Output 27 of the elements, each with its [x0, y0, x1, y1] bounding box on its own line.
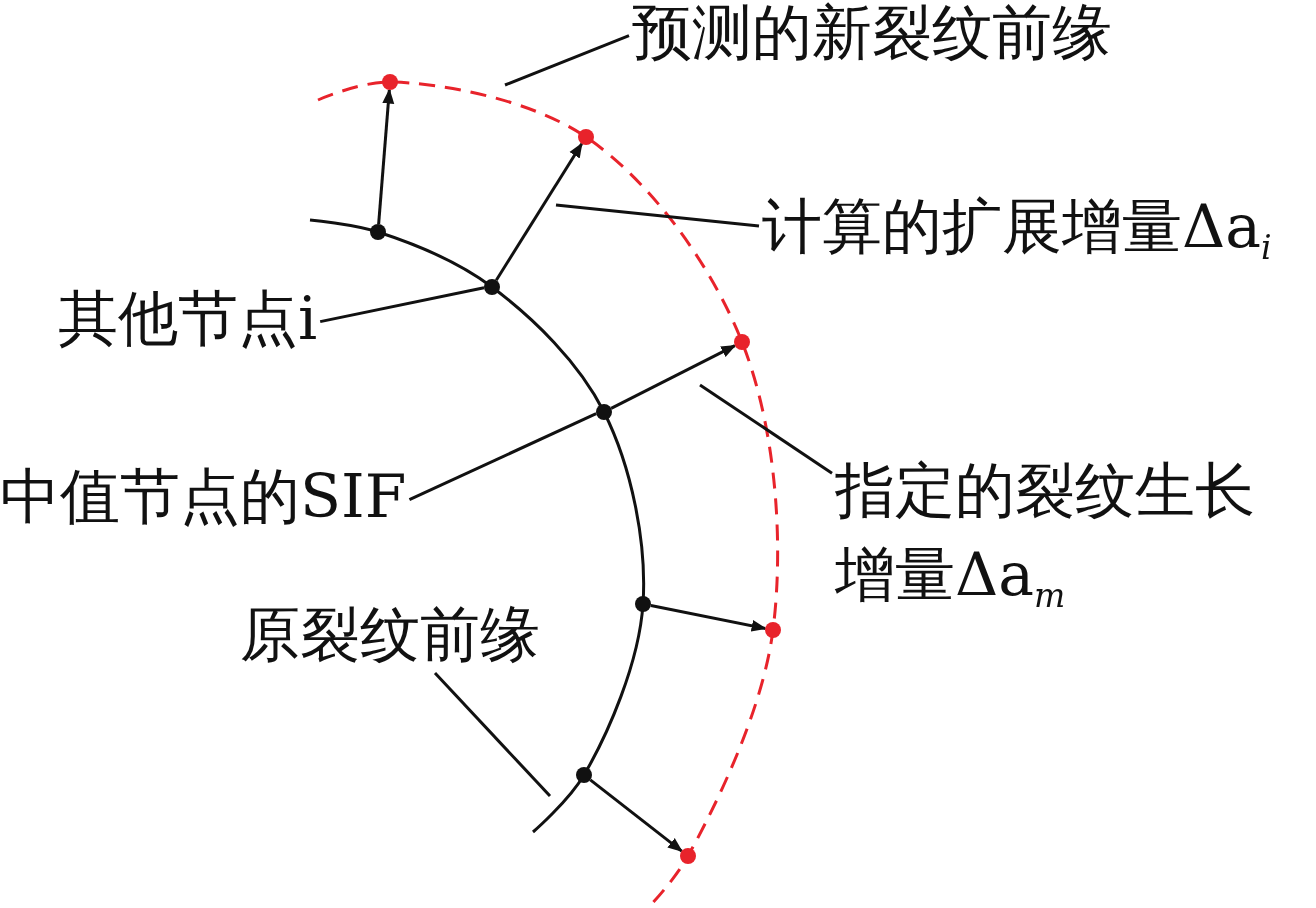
- crack-node-dot: [484, 279, 500, 295]
- predicted-node-dot: [765, 622, 781, 638]
- callout-text: 预测的新裂纹前缘: [632, 0, 1112, 68]
- leader-line: [504, 34, 630, 87]
- callout-text: 其他节点i: [58, 282, 318, 354]
- crack-node-dot: [576, 767, 592, 783]
- predicted-node-dot: [382, 74, 398, 90]
- crack-node-dot: [596, 404, 612, 420]
- predicted-node-dot: [578, 129, 594, 145]
- callout-text: 原裂纹前缘: [240, 598, 540, 670]
- leader-line: [408, 412, 597, 501]
- crack-node-dot: [635, 596, 651, 612]
- callout-text: 中值节点的SIF: [0, 460, 407, 532]
- predicted-node-dot: [680, 848, 696, 864]
- leader-line: [319, 286, 485, 324]
- arrow: [494, 142, 584, 281]
- arrow: [377, 88, 395, 225]
- callout-text: 指定的裂纹生长增量Δa$_{m}$: [835, 448, 1285, 616]
- leader-line: [699, 383, 833, 475]
- arrow: [589, 778, 683, 853]
- predicted-node-dot: [734, 334, 750, 350]
- crack-node-dot: [370, 224, 386, 240]
- callout-text: 计算的扩展增量Δa$_{i}$: [762, 190, 1272, 262]
- leader-line: [555, 203, 760, 228]
- arrow: [650, 604, 767, 632]
- leader-line: [433, 671, 552, 798]
- arrow: [610, 344, 737, 410]
